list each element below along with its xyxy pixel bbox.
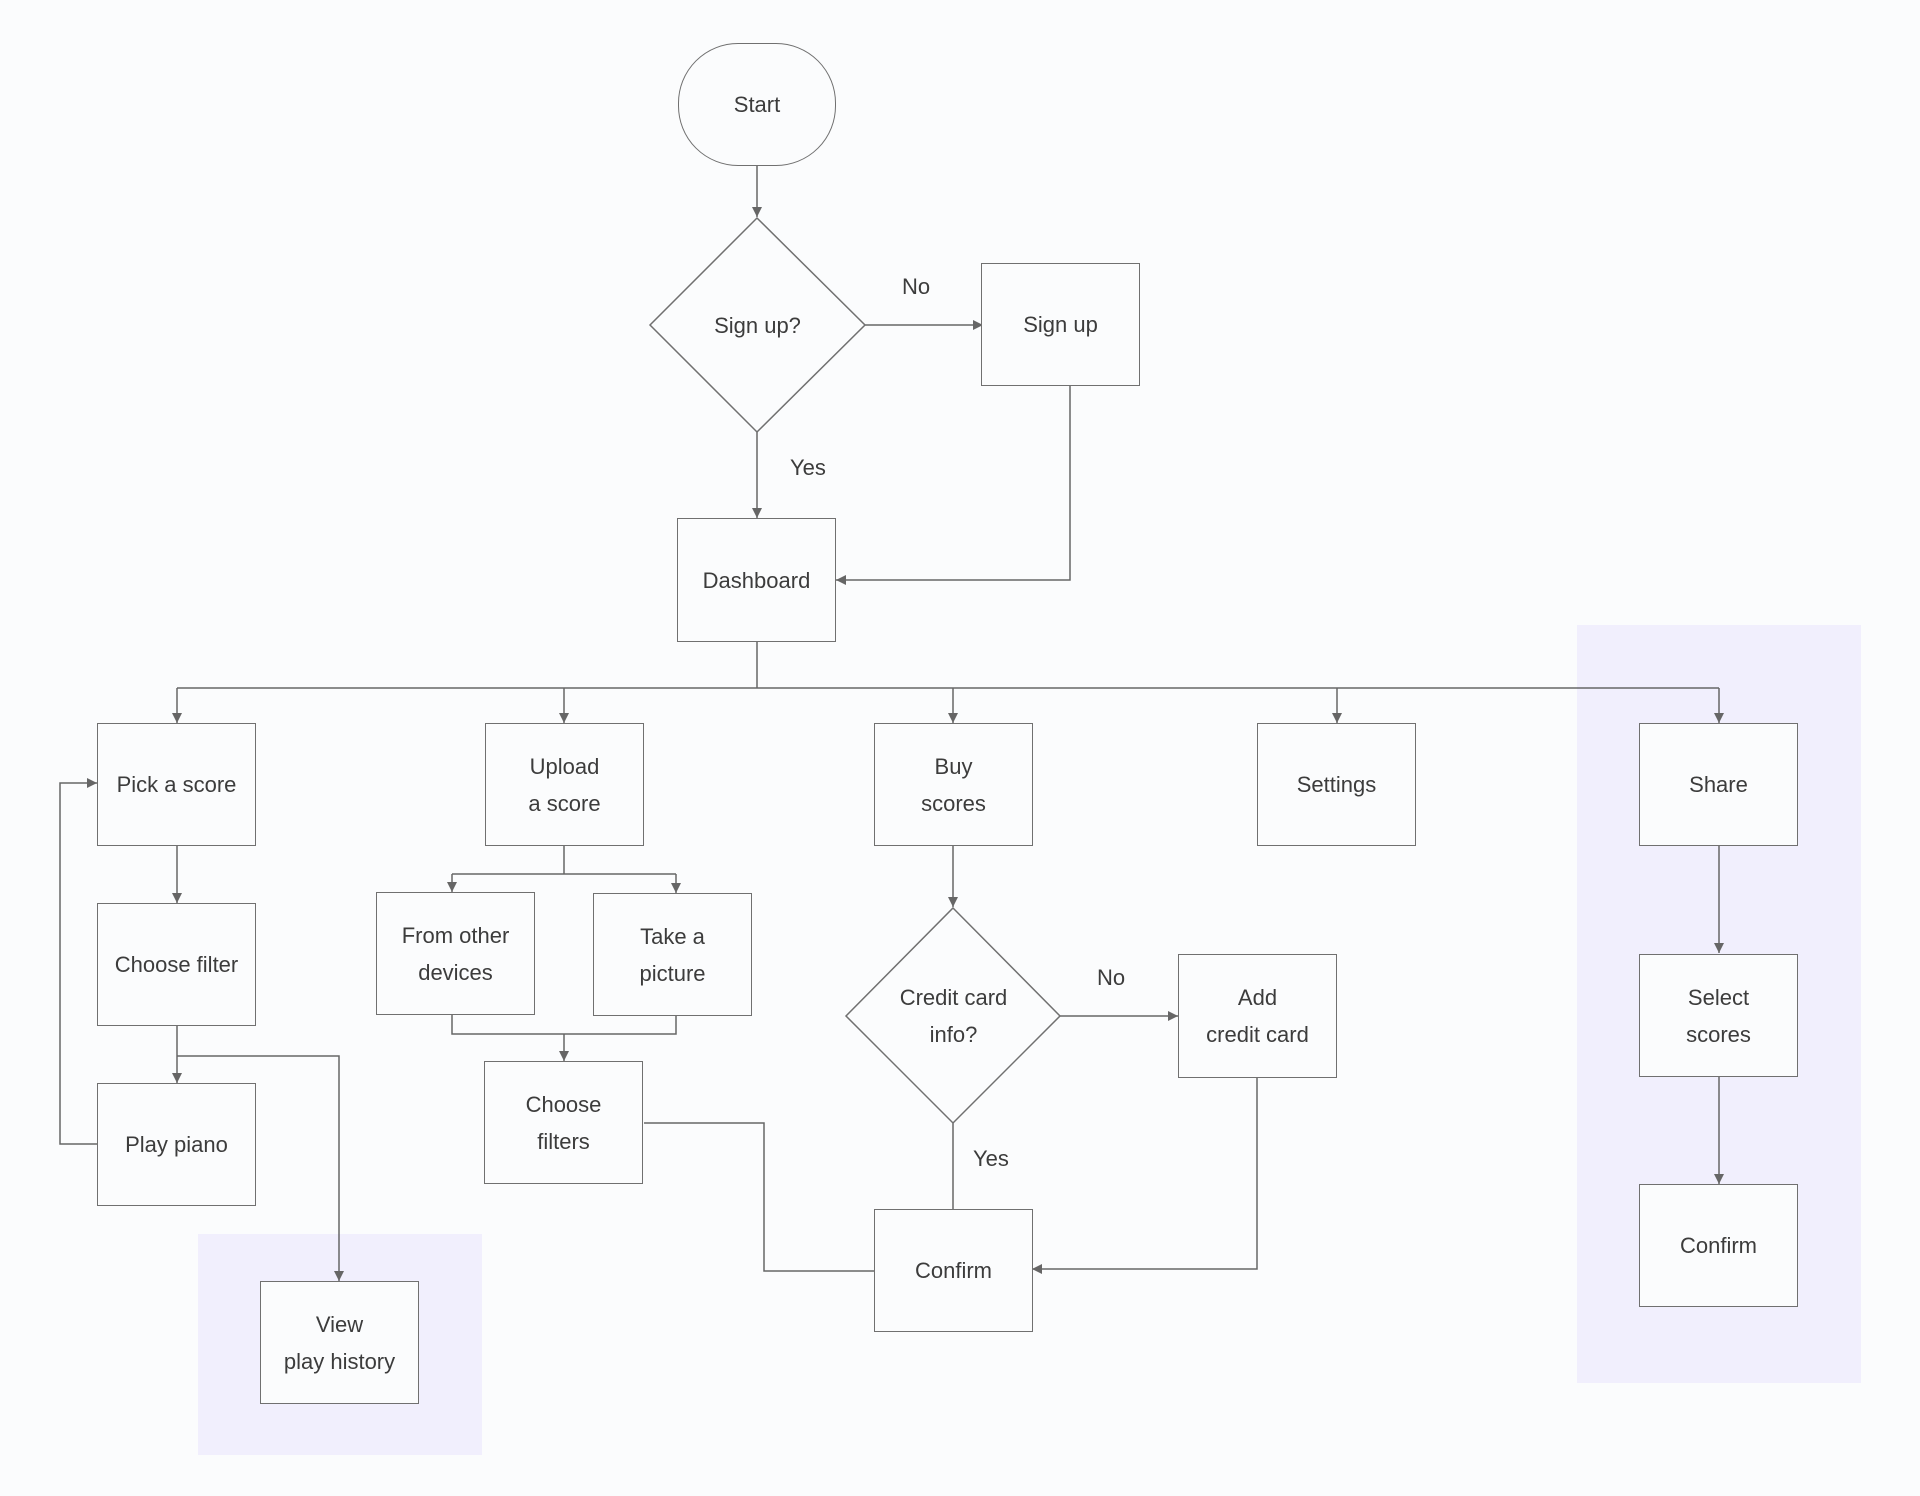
share-box[interactable]: Share [1639,723,1798,846]
select-scores-box[interactable]: Select scores [1639,954,1798,1077]
edge-play-loop-to-pick [59,778,97,1145]
add-card-box[interactable]: Add credit card [1178,954,1337,1078]
edge-choose-filter-to-history [177,1055,344,1281]
dashboard-box[interactable]: Dashboard [677,518,836,642]
signup-box[interactable]: Sign up [981,263,1140,386]
signup-decision-diamond [648,216,867,434]
from-devices-box[interactable]: From other devices [376,892,535,1015]
view-history-box[interactable]: View play history [260,1281,419,1404]
edge-add-card-to-confirm [1032,1078,1258,1274]
choose-filters-box[interactable]: Choose filters [484,1061,643,1184]
edge-merge-to-choose-filters [451,1015,677,1061]
credit-question-label: Credit card info? [899,985,1008,1047]
edge-choose-filters-to-confirm [644,1122,875,1272]
settings-box[interactable]: Settings [1257,723,1416,846]
signup-yes-label: Yes [790,455,826,480]
credit-no-label: No [1097,965,1126,990]
credit-decision-diamond [844,906,1062,1125]
start-terminal[interactable]: Start [678,43,836,166]
upload-score-box[interactable]: Upload a score [485,723,644,846]
edge-upload-split [452,846,676,875]
buy-scores-box[interactable]: Buy scores [874,723,1033,846]
choose-filter-box[interactable]: Choose filter [97,903,256,1026]
confirm-purchase-box[interactable]: Confirm [874,1209,1033,1332]
credit-yes-label: Yes [973,1146,1009,1171]
signup-question-label: Sign up? [714,312,801,338]
confirm-share-box[interactable]: Confirm [1639,1184,1798,1307]
play-piano-box[interactable]: Play piano [97,1083,256,1206]
pick-score-box[interactable]: Pick a score [97,723,256,846]
edge-signup-to-dashboard [836,386,1071,585]
take-picture-box[interactable]: Take a picture [593,893,752,1016]
edge-dashboard-trunk [177,642,1719,689]
signup-no-label: No [902,274,931,299]
